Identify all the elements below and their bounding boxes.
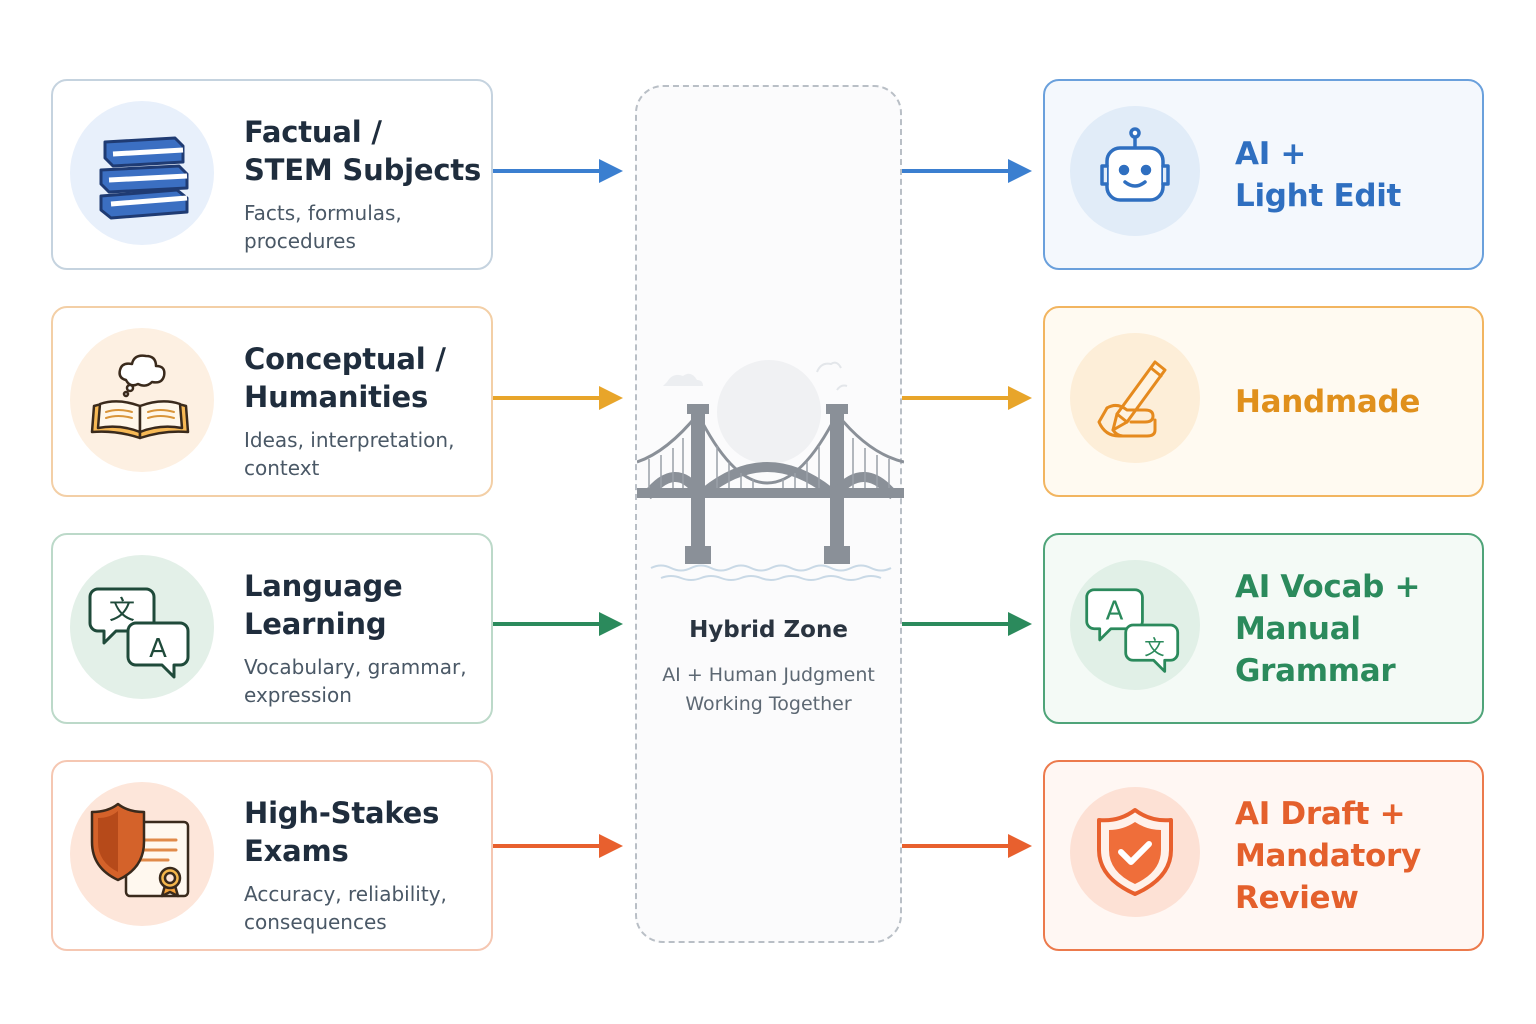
hand-pencil-icon xyxy=(1097,360,1167,438)
translate-bubbles-icon: 文 A xyxy=(88,587,190,679)
icon-circle xyxy=(70,101,214,245)
open-book-thought-icon xyxy=(90,354,190,440)
outcome-label: AI Draft + Mandatory Review xyxy=(1235,795,1421,916)
arrow-exams-out xyxy=(902,834,1032,858)
icon-circle xyxy=(70,328,214,472)
outcome-card-ai-light-edit: AI + Light Edit xyxy=(1043,79,1484,270)
subject-description: Accuracy, reliability, consequences xyxy=(244,882,447,934)
outcome-card-ai-draft: AI Draft + Mandatory Review xyxy=(1043,760,1484,951)
subject-title: Factual / STEM Subjects xyxy=(244,115,482,187)
hybrid-zone-title: Hybrid Zone xyxy=(689,617,848,643)
subject-card-language: 文 A Language Learning Vocabulary, gramma… xyxy=(51,533,493,724)
translate-bubbles-icon: A 文 xyxy=(1085,588,1180,673)
hybrid-zone-subtitle: AI + Human Judgment Working Together xyxy=(662,664,875,715)
icon-circle: A 文 xyxy=(1070,560,1200,690)
outcome-card-ai-vocab: A 文 AI Vocab + Manual Grammar xyxy=(1043,533,1484,724)
subject-card-exams: High-Stakes Exams Accuracy, reliability,… xyxy=(51,760,493,951)
subject-title: High-Stakes Exams xyxy=(244,796,440,868)
arrow-exams-in xyxy=(493,834,623,858)
icon-circle xyxy=(70,782,214,926)
svg-text:A: A xyxy=(1106,596,1124,626)
svg-text:文: 文 xyxy=(1144,636,1164,660)
arrow-language-out xyxy=(902,612,1032,636)
icon-circle xyxy=(1070,106,1200,236)
outcome-label: AI Vocab + Manual Grammar xyxy=(1235,568,1421,689)
subject-description: Facts, formulas, procedures xyxy=(244,201,402,253)
outcome-label: AI + Light Edit xyxy=(1235,135,1402,214)
bridge-icon xyxy=(637,360,904,581)
icon-circle: 文 A xyxy=(70,555,214,699)
subject-description: Vocabulary, grammar, expression xyxy=(244,655,467,707)
subject-description: Ideas, interpretation, context xyxy=(244,428,455,480)
hybrid-zone: Hybrid Zone AI + Human Judgment Working … xyxy=(635,85,904,943)
icon-circle xyxy=(1070,333,1200,463)
icon-circle xyxy=(1070,787,1200,917)
books-icon xyxy=(99,136,189,220)
arrow-stem-in xyxy=(493,159,623,183)
arrow-humanities-out xyxy=(902,386,1032,410)
svg-text:文: 文 xyxy=(109,596,135,626)
robot-icon xyxy=(1100,127,1170,202)
arrow-language-in xyxy=(493,612,623,636)
outcome-card-handmade: Handmade xyxy=(1043,306,1484,497)
shield-certificate-icon xyxy=(90,802,190,898)
outcome-label: Handmade xyxy=(1235,383,1421,420)
subject-card-stem: Factual / STEM Subjects Facts, formulas,… xyxy=(51,79,493,270)
arrow-humanities-in xyxy=(493,386,623,410)
subject-card-humanities: Conceptual / Humanities Ideas, interpret… xyxy=(51,306,493,497)
subject-title: Conceptual / Humanities xyxy=(244,342,446,414)
svg-text:A: A xyxy=(149,634,167,664)
shield-check-icon xyxy=(1097,808,1173,896)
arrow-stem-out xyxy=(902,159,1032,183)
subject-title: Language Learning xyxy=(244,569,403,641)
